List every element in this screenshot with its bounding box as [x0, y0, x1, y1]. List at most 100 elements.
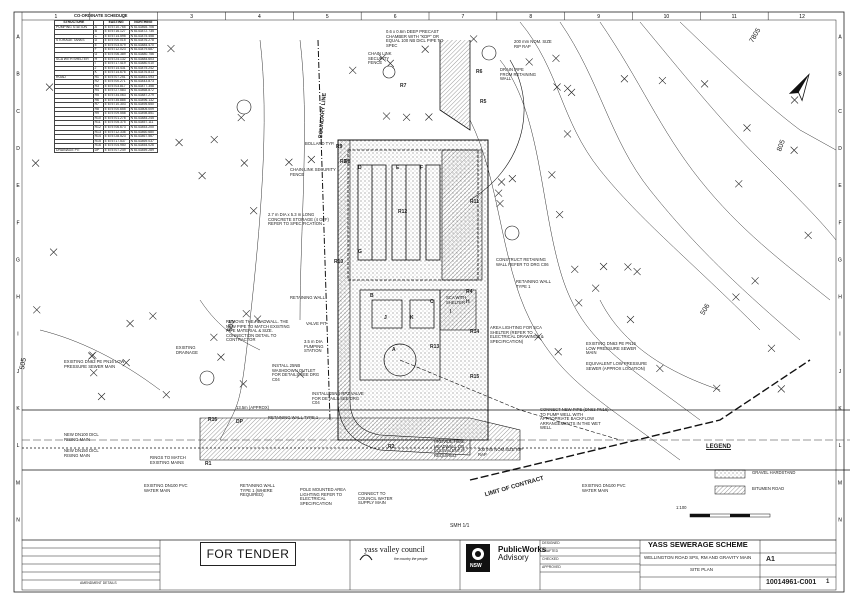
boundary-line: [317, 39, 331, 421]
tree-x-mark: [307, 155, 316, 164]
tree-x-mark: [285, 158, 293, 166]
tree-x-mark: [591, 284, 600, 292]
grid-row-label: J: [17, 369, 20, 375]
tree-x-mark: [296, 370, 304, 378]
grid-row-label: G: [838, 257, 842, 263]
amendment-details-label: AMENDMENT DETAILS: [80, 581, 117, 585]
marker-dp: DP: [236, 419, 243, 425]
grid-column-label: 8: [529, 14, 532, 20]
tree-x-mark: [552, 54, 560, 63]
marker-r1: R1: [205, 461, 212, 467]
chain-link-label: CHAIN LINK SECURITY FENCE: [290, 167, 336, 177]
marker-r16: R16: [208, 417, 218, 423]
existing-pvc-right-label: EXISTING DN100 PVC WATER MAIN: [582, 483, 626, 493]
marker-r6: R6: [476, 69, 483, 75]
marker-c: C: [430, 299, 434, 305]
tree-x-mark: [735, 180, 743, 188]
grid-row-label: M: [16, 480, 20, 486]
marker-j: J: [384, 315, 387, 321]
storage-label: 2.7 m DIA x 5.3 m LONG CONCRETE STORAGE …: [268, 212, 329, 227]
grid-row-label: D: [16, 146, 20, 152]
tree-x-mark: [599, 262, 608, 271]
tree-x-mark: [382, 112, 391, 120]
rip-rap-label: 200 mm NOM. SIZE RIP RAP: [514, 39, 552, 49]
tree-x-mark: [575, 299, 583, 307]
grid-row-label: B: [16, 72, 20, 78]
area-lighting-label: AREA LIGHTING FOR SCA SHELTER (REFER TO …: [490, 325, 544, 344]
tree-x-mark: [777, 385, 786, 393]
tree-x-mark: [386, 59, 395, 68]
marker-d: D: [358, 165, 362, 171]
grid-column-label: 12: [799, 14, 805, 20]
tree-x-mark: [497, 178, 506, 186]
legend-title: LEGEND: [706, 444, 732, 450]
tree-x-mark: [712, 384, 721, 393]
grid-row-label: A: [16, 35, 20, 41]
access-road-north: [439, 40, 471, 131]
grid-row-label: D: [838, 146, 842, 152]
designed-label: DESIGNED: [542, 541, 560, 545]
pumping-station-label: 3.5 m DIA PUMPING STATION: [304, 339, 324, 354]
marker-r3: R3: [340, 159, 347, 165]
tree-x-mark: [31, 159, 40, 167]
grid-row-label: C: [838, 109, 842, 115]
tree-x-mark: [496, 199, 504, 208]
coordinate-schedule: STRUCTURE EASTING NORTHING PUMPING STATI…: [54, 20, 159, 154]
grid-row-label: I: [17, 332, 18, 338]
marker-r9: R9: [336, 144, 343, 150]
road-east: [441, 149, 483, 281]
legend-swatch-gravel: [714, 469, 746, 479]
table-cell-id: DP: [92, 147, 104, 154]
tree-x-mark: [378, 54, 386, 62]
tree-x-mark: [656, 364, 664, 373]
sca-shelter-label: SCA WITH SHELTER: [446, 295, 467, 305]
grid-row-label: I: [839, 332, 840, 338]
pole-lighting-label: POLE MOUNTED AREA LIGHTING REFER TO ELEC…: [300, 487, 346, 506]
tree-x-mark: [469, 35, 478, 43]
tree-x-mark: [253, 315, 262, 323]
table-cell-structure: DRAINAGE PIT: [54, 147, 94, 154]
grid-column-label: 7: [462, 14, 465, 20]
bitumen-road-patch: [199, 417, 521, 461]
retaining-wall-label: RETAINING WALL: [290, 295, 325, 300]
grid-row-label: M: [838, 480, 842, 486]
rings-label: RINGS TO MATCH EXISTING MAINS: [150, 455, 186, 465]
grid-row-label: K: [16, 406, 20, 412]
legend-bitumen-label: BITUMEN ROAD: [752, 486, 785, 491]
tree-x-mark: [210, 333, 218, 342]
tree-x-mark: [554, 348, 562, 356]
drain-pipe: [469, 59, 525, 201]
council-tagline: the country the people: [394, 557, 428, 561]
tree-x-mark: [126, 319, 134, 328]
marker-r4: R4: [466, 289, 473, 295]
grid-column-label: 9: [597, 14, 600, 20]
tree-x-mark: [700, 80, 709, 88]
marker-r7: R7: [400, 83, 407, 89]
grid-column-label: 10: [664, 14, 670, 20]
marker-r12: R12: [398, 209, 408, 215]
pwa-line2: Advisory: [498, 553, 529, 563]
tree-x-mark: [348, 66, 357, 75]
tree-x-mark: [88, 352, 96, 360]
tree-x-mark: [732, 293, 740, 301]
wellington-road: [22, 409, 850, 471]
existing-low-label: EXISTING DN63 PE PN16 LOW PRESSURE SEWER…: [586, 341, 637, 356]
tree-x-mark: [494, 189, 503, 197]
new-pipe-200-label: 200 mm NOM SIZE RIP RAP: [478, 447, 523, 457]
nsw-label: NSW: [470, 563, 482, 569]
marker-r10: R10: [334, 259, 344, 265]
grid-column-label: 5: [326, 14, 329, 20]
marker-e: E: [396, 165, 400, 171]
drain-pipe-label: DRAIN PIPE FROM RETAINING WALL: [500, 67, 536, 82]
retaining-where-label: RETAINING WALL TYPE 1 (WHERE REQUIRED): [240, 483, 275, 498]
retaining-t1-right-label: RETAINING WALL TYPE 1: [516, 279, 551, 289]
grid-row-label: G: [16, 257, 20, 263]
approx-13-label: 13.5m (APPROX): [236, 405, 270, 410]
tree-x-mark: [790, 146, 798, 154]
north-arrow-icon: [788, 73, 810, 102]
tree-x-mark: [210, 135, 218, 144]
marker-k: K: [410, 315, 414, 321]
sca-shelter: [439, 289, 477, 331]
